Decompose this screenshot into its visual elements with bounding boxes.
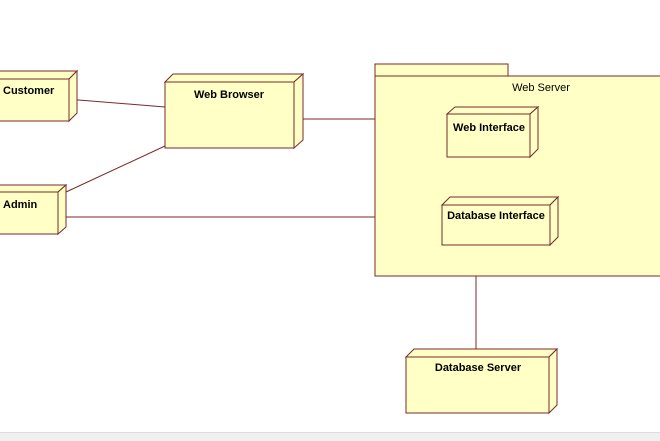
database-server-node-face xyxy=(405,356,550,414)
web-interface-node-side xyxy=(529,105,539,159)
admin-node-face xyxy=(0,191,59,235)
canvas-footer-bar xyxy=(0,432,660,441)
database-interface-node-side xyxy=(549,195,559,247)
web-interface-node-top xyxy=(445,106,540,115)
database-server-node[interactable]: Database Server xyxy=(404,347,559,415)
database-interface-node-top xyxy=(440,196,560,206)
database-server-node-top xyxy=(404,348,559,358)
database-interface-label: Database Interface xyxy=(447,210,545,222)
admin-node-top xyxy=(0,184,68,193)
link-admin-web-browser xyxy=(65,145,166,193)
web-server-body xyxy=(374,75,660,277)
link-customer-web-browser xyxy=(65,98,166,108)
database-server-label: Database Server xyxy=(435,362,522,374)
admin-label: Admin xyxy=(3,199,38,211)
web-browser-label: Web Browser xyxy=(194,89,265,101)
admin-node-side xyxy=(57,183,67,236)
customer-node-side xyxy=(68,69,78,123)
customer-node-face xyxy=(0,78,70,122)
admin-node[interactable]: Admin xyxy=(0,183,68,236)
database-server-node-side xyxy=(548,347,558,415)
web-server-label: Web Server xyxy=(512,82,570,94)
database-interface-node-face xyxy=(441,204,551,246)
web-browser-node-top xyxy=(163,73,305,83)
web-browser-node-face xyxy=(164,81,295,149)
web-interface-node[interactable]: Web Interface xyxy=(445,105,540,159)
web-browser-node-side xyxy=(293,72,304,150)
customer-node-top xyxy=(0,70,79,80)
web-browser-node[interactable]: Web Browser xyxy=(163,72,305,150)
web-server-tab xyxy=(374,63,509,77)
web-interface-label: Web Interface xyxy=(453,122,525,134)
customer-node[interactable]: Customer xyxy=(0,69,79,123)
web-interface-node-face xyxy=(446,113,531,158)
database-interface-node[interactable]: Database Interface xyxy=(440,195,560,247)
customer-label: Customer xyxy=(3,85,55,97)
